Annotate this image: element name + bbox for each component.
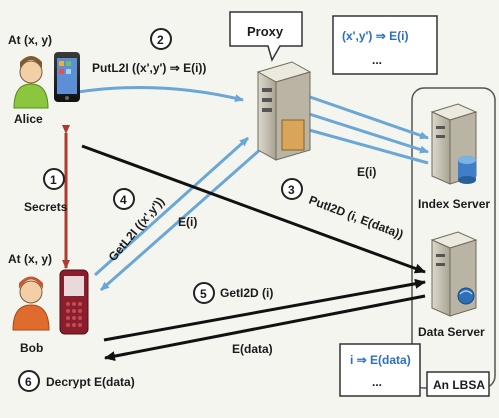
index-server-note-line1: (x',y') ⇒ E(i) (342, 29, 408, 43)
step-6-label: Decrypt E(data) (46, 375, 135, 389)
arrow-index-to-proxy (301, 126, 429, 165)
index-server-note-line2: ... (372, 53, 382, 67)
arrow-putl2i (77, 86, 244, 103)
arrow-proxy-to-index-1 (309, 95, 429, 140)
arrow-data-to-bob (104, 294, 426, 362)
data-server-note-box (339, 343, 421, 397)
step-5-number: 5 (200, 287, 207, 301)
arrow-getl2i (93, 136, 250, 277)
bob-phone-icon (59, 269, 89, 335)
label-data-to-bob: E(data) (232, 342, 273, 356)
step-5-marker (193, 282, 215, 304)
step-2-label: PutL2I ((x',y') ⇒ E(i)) (92, 61, 206, 75)
data-server-label: Data Server (418, 325, 485, 339)
data-server-note-line2: ... (372, 375, 382, 389)
alice-phone-icon (54, 52, 80, 102)
label-proxy-to-bob: E(i) (178, 215, 197, 229)
proxy-server-icon (256, 61, 312, 161)
alice-avatar-icon (13, 56, 49, 109)
step-4-marker (113, 188, 135, 210)
step-6-marker (18, 370, 40, 392)
step-1-number: 1 (50, 173, 57, 187)
lbsa-label-box (426, 371, 490, 397)
step-2-marker (150, 28, 172, 50)
arrow-puti2d (81, 144, 426, 274)
alice-name: Alice (14, 112, 43, 126)
data-server-icon (430, 231, 478, 317)
lbsa-label: An LBSA (433, 378, 485, 392)
step-6-number: 6 (25, 375, 32, 389)
proxy-callout (229, 11, 303, 62)
arrow-proxy-to-bob (100, 146, 263, 292)
step-3-marker (281, 178, 303, 200)
bob-avatar-icon (12, 276, 50, 331)
label-index-to-proxy: E(i) (357, 165, 376, 179)
arrow-geti2d (103, 278, 426, 342)
bob-name: Bob (20, 341, 43, 355)
data-server-note-line1: i ⇒ E(data) (350, 353, 411, 367)
alice-location: At (x, y) (8, 33, 52, 47)
proxy-label: Proxy (247, 24, 284, 39)
step-1-label: Secrets (24, 200, 68, 214)
index-server-icon (430, 103, 478, 185)
step-4-number: 4 (120, 193, 127, 207)
step-3-number: 3 (288, 183, 295, 197)
index-server-note-box (332, 15, 438, 75)
bob-location: At (x, y) (8, 252, 52, 266)
step-2-number: 2 (157, 33, 164, 47)
step-1-marker (43, 168, 65, 190)
step-5-label: GetI2D (i) (220, 286, 273, 300)
index-server-label: Index Server (418, 197, 490, 211)
arrow-proxy-to-index-2 (305, 111, 429, 154)
